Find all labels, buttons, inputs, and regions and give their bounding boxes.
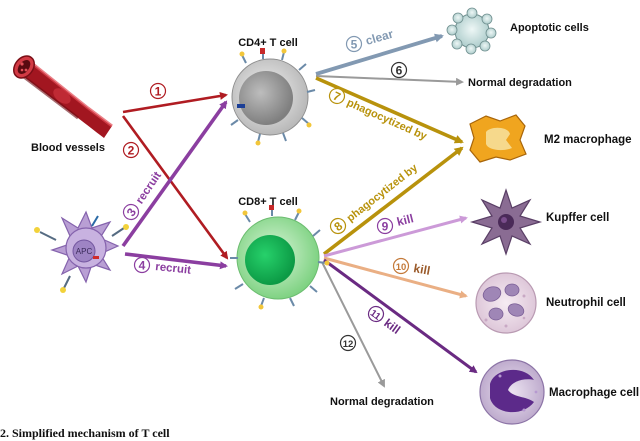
edge-label-6: 6 [390, 61, 408, 79]
arrow-11 [323, 258, 478, 374]
svg-text:4: 4 [139, 259, 146, 273]
node-macrophage-label: Macrophage cell [549, 387, 639, 399]
edge-label-5: 5 clear [345, 27, 395, 53]
arrow-9 [323, 215, 468, 258]
edge-10-label: kill [412, 261, 431, 278]
kupffer-cell-icon [469, 188, 543, 256]
edge-label-2: 2 [122, 141, 140, 159]
edge-4-label: recruit [155, 261, 192, 277]
node-neutrophil-label: Neutrophil cell [546, 297, 626, 309]
arrow-3 [121, 100, 228, 248]
edge-label-12: 12 [339, 334, 357, 352]
node-apc-label: APC [76, 247, 93, 256]
apoptotic-cells-icon [446, 7, 497, 55]
svg-text:10: 10 [396, 262, 407, 273]
edge-7-label: phagocytized by [345, 97, 429, 143]
macrophage-cell-icon [479, 359, 545, 425]
arrow-4 [124, 252, 228, 270]
apc-cell-icon [34, 210, 129, 293]
figure-caption: 2. Simplified mechanism of T cell [0, 426, 170, 440]
svg-text:5: 5 [351, 38, 358, 52]
edge-11-label: kill [381, 316, 403, 337]
node-m2-label: M2 macrophage [544, 134, 632, 146]
svg-text:2: 2 [128, 144, 135, 158]
node-blood-vessels-label: Blood vessels [31, 142, 105, 154]
svg-text:9: 9 [382, 220, 389, 234]
arrow-12 [321, 261, 385, 388]
m2-macrophage-icon [469, 114, 527, 163]
neutrophil-cell-icon [475, 272, 537, 334]
node-normal-degradation-bottom-label: Normal degradation [330, 396, 434, 408]
arrow-8 [322, 146, 464, 256]
edge-label-4: 4 recruit [133, 256, 192, 277]
edge-label-11: 11 kill [368, 305, 403, 337]
edge-label-10: 10 kill [392, 257, 431, 278]
arrow-7 [315, 76, 464, 144]
arrow-2 [121, 115, 229, 260]
arrow-5 [315, 33, 444, 76]
node-normal-degradation-top-label: Normal degradation [468, 77, 572, 89]
cd4-t-cell-icon [230, 48, 316, 146]
node-kupffer-label: Kupffer cell [546, 212, 609, 224]
edge-3-label: recruit [134, 170, 164, 207]
cd8-t-cell-icon [230, 205, 330, 310]
blood-vessel-icon [13, 55, 113, 138]
node-apoptotic-label: Apoptotic cells [510, 22, 589, 34]
edge-9-label: kill [395, 211, 415, 229]
edge-5-label: clear [364, 27, 395, 48]
arrow-6 [315, 75, 464, 86]
edge-label-7: 7 phagocytized by [328, 87, 429, 143]
svg-text:6: 6 [396, 64, 403, 78]
edge-label-1: 1 [149, 82, 167, 100]
svg-text:1: 1 [155, 85, 162, 99]
node-cd8-label: CD8+ T cell [238, 196, 298, 208]
node-cd4-label: CD4+ T cell [238, 37, 298, 49]
arrow-1 [122, 92, 228, 114]
edge-label-9: 9 kill [376, 211, 415, 235]
arrow-10 [323, 256, 468, 299]
svg-text:12: 12 [343, 339, 354, 350]
